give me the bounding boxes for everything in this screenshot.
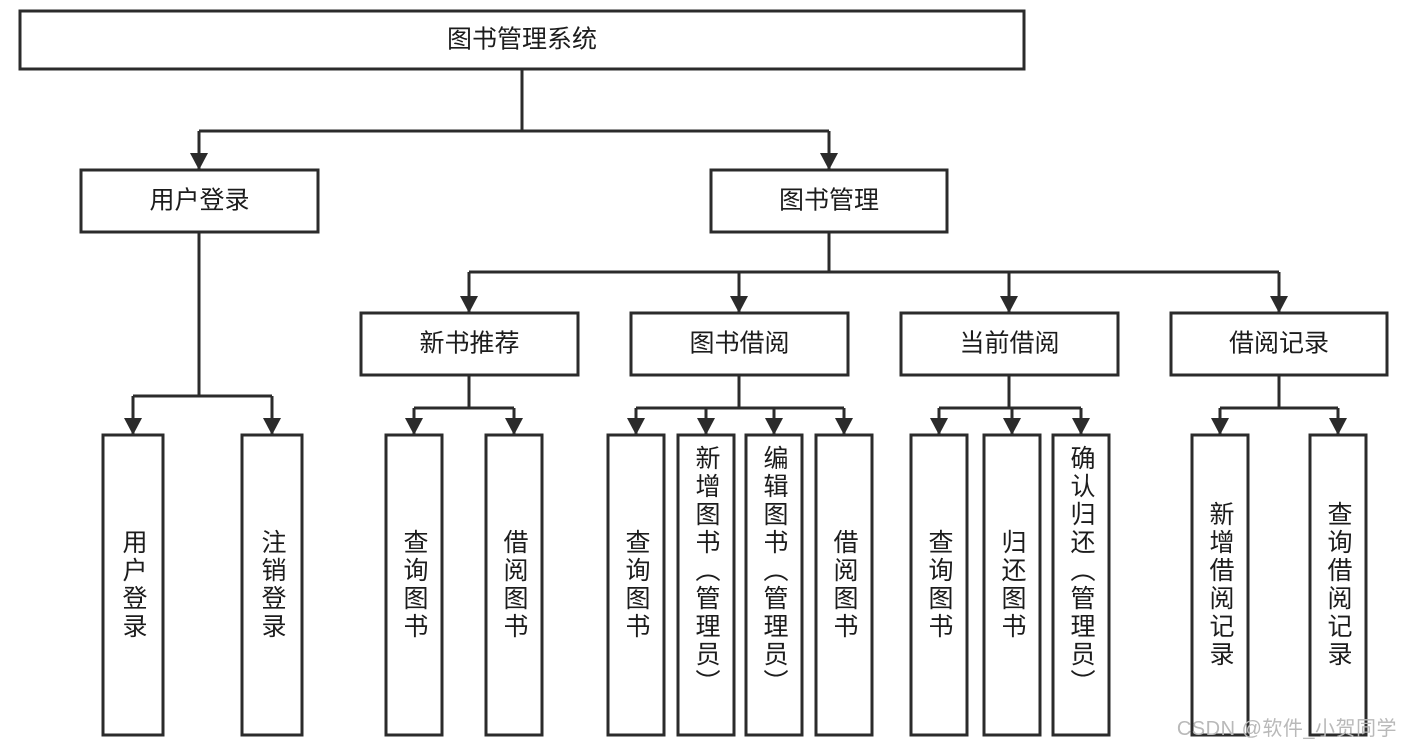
arrow-head-icon: [1003, 418, 1021, 435]
arrow-head-icon: [1211, 418, 1229, 435]
leaf-node-box-1[interactable]: [240, 433, 304, 737]
arrow-head-icon: [405, 418, 423, 435]
leaf-node-box-8[interactable]: [909, 433, 969, 737]
connector-layer: [124, 69, 1347, 435]
arrow-head-icon: [627, 418, 645, 435]
leaf-node-box-2[interactable]: [384, 433, 444, 737]
leaf-node-box-12[interactable]: [1308, 433, 1368, 737]
root-node-box[interactable]: [18, 9, 1026, 71]
arrow-head-icon: [765, 418, 783, 435]
leaf-node-box-0[interactable]: [101, 433, 165, 737]
level3-node-label-3: 借阅记录: [1229, 330, 1329, 358]
arrow-head-icon: [697, 418, 715, 435]
level3-node-label-1: 图书借阅: [689, 330, 789, 358]
arrow-head-icon: [505, 418, 523, 435]
watermark: CSDN @软件_小贺同学: [1176, 718, 1397, 740]
level3-node-box-3[interactable]: [1169, 311, 1389, 377]
arrow-head-icon: [1000, 296, 1018, 313]
arrow-head-icon: [730, 296, 748, 313]
leaf-node-box-10[interactable]: [1051, 433, 1111, 737]
node-box-layer: [18, 9, 1389, 737]
arrow-head-icon: [124, 418, 142, 435]
level3-node-label-0: 新书推荐: [419, 330, 519, 358]
arrow-head-icon: [263, 418, 281, 435]
leaf-node-box-9[interactable]: [982, 433, 1042, 737]
leaf-node-box-11[interactable]: [1190, 433, 1250, 737]
arrow-head-icon: [1072, 418, 1090, 435]
level2-node-box-0[interactable]: [79, 168, 320, 234]
arrow-head-icon: [930, 418, 948, 435]
level3-node-label-2: 当前借阅: [959, 330, 1059, 358]
level3-node-box-1[interactable]: [629, 311, 850, 377]
arrow-head-icon: [190, 153, 208, 170]
arrow-head-icon: [835, 418, 853, 435]
level3-node-box-2[interactable]: [899, 311, 1120, 377]
leaf-node-box-4[interactable]: [606, 433, 666, 737]
level3-node-box-0[interactable]: [359, 311, 580, 377]
level2-node-label-1: 图书管理: [779, 187, 879, 215]
arrow-head-icon: [820, 153, 838, 170]
arrow-head-icon: [1329, 418, 1347, 435]
leaf-node-box-7[interactable]: [814, 433, 874, 737]
root-node-label: 图书管理系统: [447, 26, 597, 54]
level2-node-label-0: 用户登录: [149, 187, 249, 215]
arrow-head-icon: [1270, 296, 1288, 313]
leaf-node-box-6[interactable]: [744, 433, 804, 737]
level2-node-box-1[interactable]: [709, 168, 949, 234]
arrow-head-icon: [460, 296, 478, 313]
leaf-node-box-3[interactable]: [484, 433, 544, 737]
leaf-node-box-5[interactable]: [676, 433, 736, 737]
